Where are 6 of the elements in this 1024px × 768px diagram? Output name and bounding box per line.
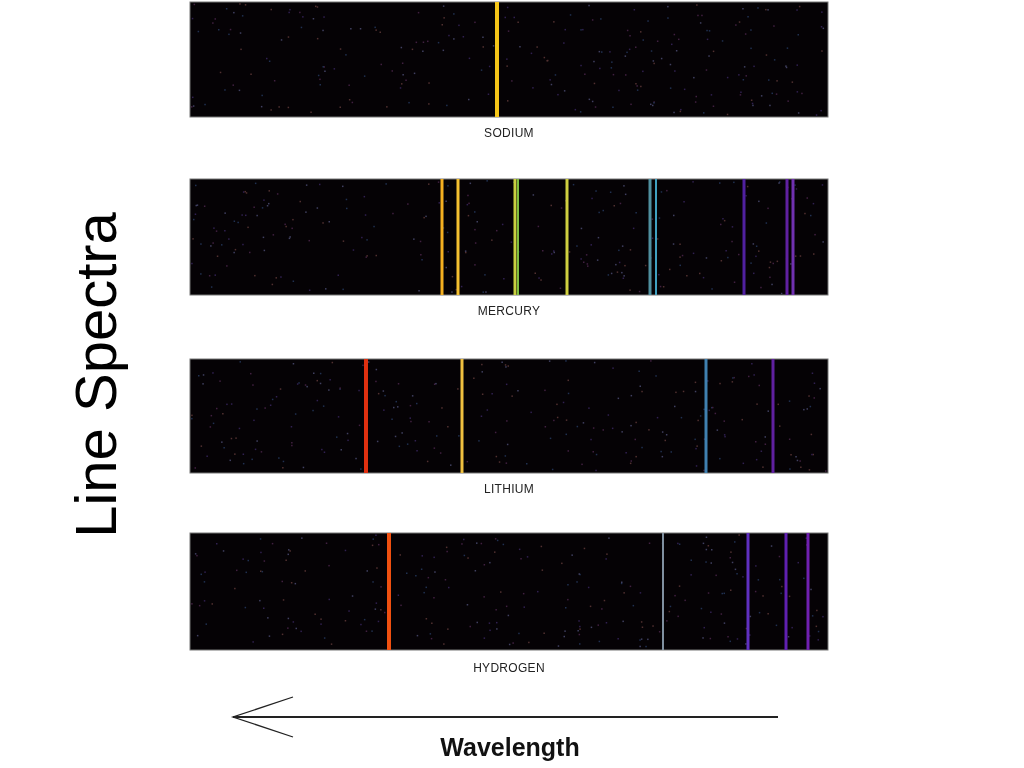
axis-label: Wavelength [440, 733, 580, 762]
spectrum-label: LITHIUM [483, 482, 535, 496]
title: Line Spectra [61, 212, 129, 538]
spectrum-label: SODIUM [484, 126, 534, 140]
spectrum-label: HYDROGEN [473, 661, 545, 675]
spectrum-label: MERCURY [477, 304, 541, 318]
